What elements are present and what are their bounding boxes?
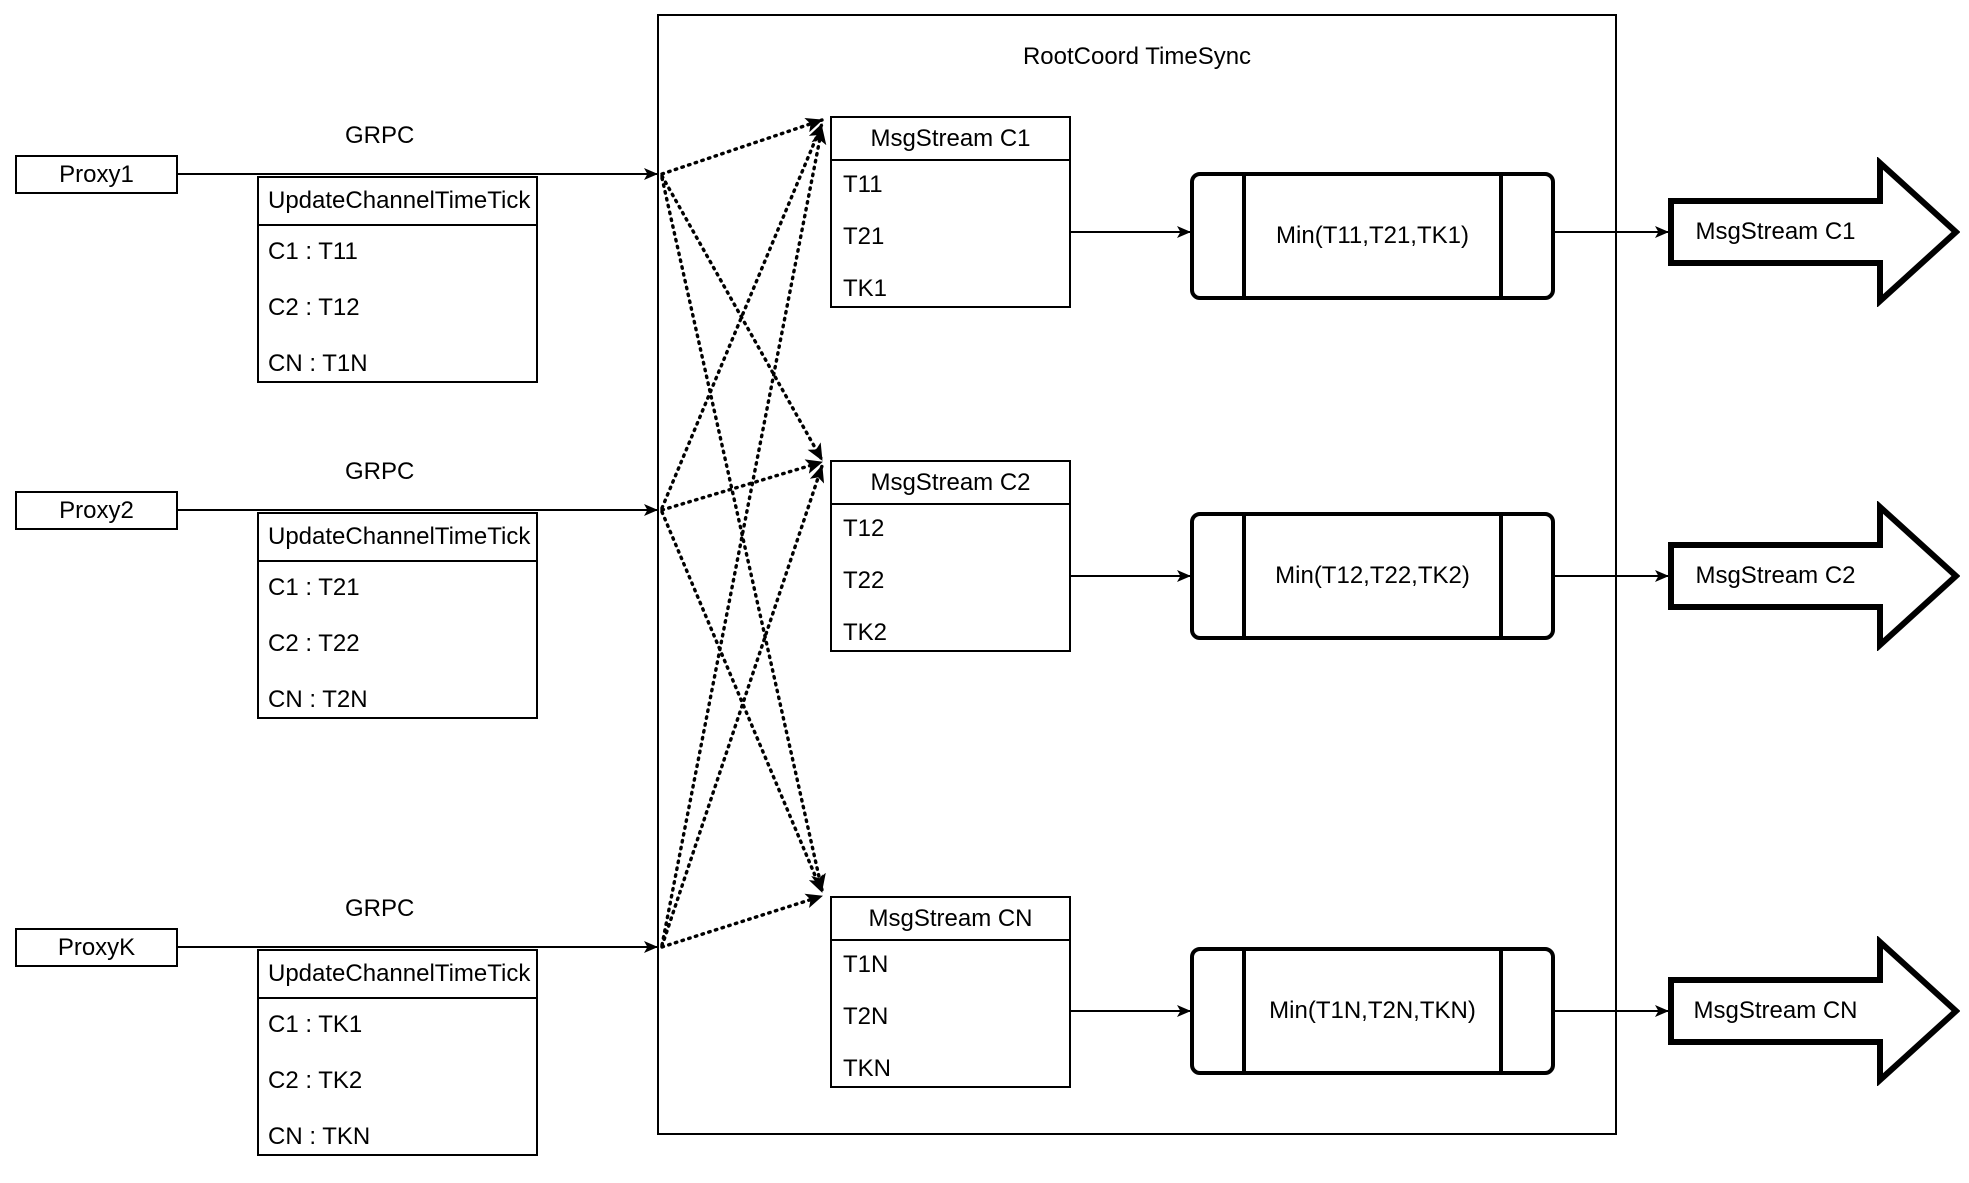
msgstream-row: T11 bbox=[843, 171, 883, 198]
process-right-bar bbox=[1499, 516, 1503, 636]
msgstream-box-0: MsgStream C1 T11 T21 TK1 bbox=[830, 116, 1071, 308]
timetick-row: C2 : T12 bbox=[268, 294, 360, 321]
msgstream-row: TK1 bbox=[843, 275, 888, 302]
rootcoord-timesync-container bbox=[657, 14, 1617, 1135]
msgstream-row: T2N bbox=[843, 1003, 889, 1030]
output-blockarrow-label-0: MsgStream C1 bbox=[1695, 218, 1856, 245]
proxy-label-2: ProxyK bbox=[57, 933, 136, 961]
min-process-box-1: Min(T12,T22,TK2) bbox=[1190, 512, 1555, 640]
msgstream-title-1: MsgStream C2 bbox=[832, 462, 1069, 505]
min-process-label-0: Min(T11,T21,TK1) bbox=[1276, 222, 1469, 249]
msgstream-rows-2: T1N T2N TKN bbox=[832, 941, 1069, 1081]
proxy-label-0: Proxy1 bbox=[59, 160, 134, 188]
timetick-row: CN : TKN bbox=[268, 1123, 371, 1150]
timetick-row: C1 : T21 bbox=[268, 574, 360, 601]
process-left-bar bbox=[1242, 516, 1246, 636]
msgstream-rows-1: T12 T22 TK2 bbox=[832, 505, 1069, 645]
msgstream-rows-0: T11 T21 TK1 bbox=[832, 161, 1069, 301]
process-left-bar bbox=[1242, 176, 1246, 296]
timetick-row: C2 : T22 bbox=[268, 630, 360, 657]
output-blockarrow-label-2: MsgStream CN bbox=[1693, 997, 1858, 1024]
rootcoord-timesync-title: RootCoord TimeSync bbox=[1022, 43, 1252, 70]
msgstream-row: T21 bbox=[843, 223, 885, 250]
min-process-box-2: Min(T1N,T2N,TKN) bbox=[1190, 947, 1555, 1075]
grpc-label-0: GRPC bbox=[345, 122, 415, 149]
min-process-box-0: Min(T11,T21,TK1) bbox=[1190, 172, 1555, 300]
update-channel-timetick-title-2: UpdateChannelTimeTick bbox=[259, 951, 536, 999]
proxy-label-1: Proxy2 bbox=[59, 496, 134, 524]
proxy-box-1[interactable]: Proxy2 bbox=[15, 491, 178, 530]
output-blockarrow-label-1: MsgStream C2 bbox=[1695, 562, 1856, 589]
update-channel-timetick-rows-1: C1 : T21 C2 : T22 CN : T2N bbox=[259, 562, 536, 712]
update-channel-timetick-rows-2: C1 : TK1 C2 : TK2 CN : TKN bbox=[259, 999, 536, 1149]
timetick-row: CN : T1N bbox=[268, 350, 368, 377]
process-right-bar bbox=[1499, 176, 1503, 296]
timetick-row: CN : T2N bbox=[268, 686, 368, 713]
update-channel-timetick-rows-0: C1 : T11 C2 : T12 CN : T1N bbox=[259, 226, 536, 376]
msgstream-title-2: MsgStream CN bbox=[832, 898, 1069, 941]
update-channel-timetick-title-0: UpdateChannelTimeTick bbox=[259, 178, 536, 226]
update-channel-timetick-title-1: UpdateChannelTimeTick bbox=[259, 514, 536, 562]
timetick-row: C1 : T11 bbox=[268, 238, 358, 265]
proxy-box-2[interactable]: ProxyK bbox=[15, 928, 178, 967]
output-blockarrow-2: MsgStream CN bbox=[1668, 936, 1960, 1086]
min-process-label-1: Min(T12,T22,TK2) bbox=[1275, 562, 1470, 589]
grpc-label-2: GRPC bbox=[345, 895, 415, 922]
timetick-row: C2 : TK2 bbox=[268, 1067, 363, 1094]
msgstream-title-0: MsgStream C1 bbox=[832, 118, 1069, 161]
output-blockarrow-1: MsgStream C2 bbox=[1668, 501, 1960, 651]
update-channel-timetick-box-2: UpdateChannelTimeTick C1 : TK1 C2 : TK2 … bbox=[257, 949, 538, 1156]
timetick-row: C1 : TK1 bbox=[268, 1011, 363, 1038]
update-channel-timetick-box-0: UpdateChannelTimeTick C1 : T11 C2 : T12 … bbox=[257, 176, 538, 383]
msgstream-box-2: MsgStream CN T1N T2N TKN bbox=[830, 896, 1071, 1088]
msgstream-row: T22 bbox=[843, 567, 885, 594]
update-channel-timetick-box-1: UpdateChannelTimeTick C1 : T21 C2 : T22 … bbox=[257, 512, 538, 719]
proxy-box-0[interactable]: Proxy1 bbox=[15, 155, 178, 194]
msgstream-box-1: MsgStream C2 T12 T22 TK2 bbox=[830, 460, 1071, 652]
process-right-bar bbox=[1499, 951, 1503, 1071]
msgstream-row: T1N bbox=[843, 951, 889, 978]
grpc-label-1: GRPC bbox=[345, 458, 415, 485]
msgstream-row: TK2 bbox=[843, 619, 888, 646]
msgstream-row: TKN bbox=[843, 1055, 891, 1082]
output-blockarrow-0: MsgStream C1 bbox=[1668, 157, 1960, 307]
process-left-bar bbox=[1242, 951, 1246, 1071]
min-process-label-2: Min(T1N,T2N,TKN) bbox=[1269, 997, 1476, 1024]
msgstream-row: T12 bbox=[843, 515, 885, 542]
